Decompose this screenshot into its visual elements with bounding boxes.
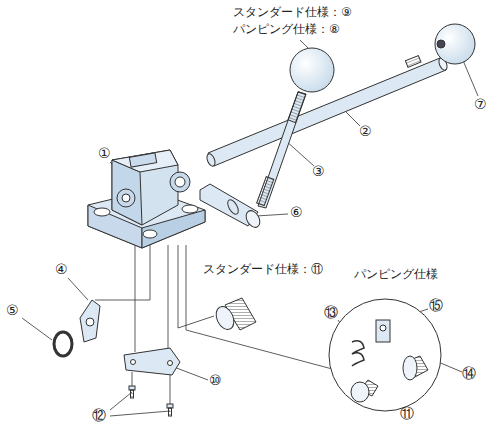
callout-number: ⑭ <box>462 366 476 381</box>
callout-number: ③ <box>312 164 325 179</box>
spec-label: スタンダード仕様：⑪ <box>203 263 323 276</box>
callout-number: ② <box>359 124 372 139</box>
callout-number: ⑬ <box>324 305 338 320</box>
spec-label: スタンダード仕様：⑨ <box>233 6 352 19</box>
callout-number: ⑫ <box>92 408 106 423</box>
callout-number: ④ <box>55 262 68 277</box>
callout-number: ⑦ <box>474 97 487 112</box>
callout-number: ⑥ <box>290 205 303 220</box>
callout-number: ⑮ <box>429 298 443 313</box>
spec-label: パンピング仕様：⑧ <box>233 23 340 36</box>
callout-number: ⑩ <box>209 373 222 388</box>
callout-number: ① <box>98 146 111 161</box>
callout-number: ⑪ <box>400 406 414 421</box>
spec-label: パンピング仕様 <box>354 268 438 281</box>
callout-number: ⑤ <box>6 303 19 318</box>
